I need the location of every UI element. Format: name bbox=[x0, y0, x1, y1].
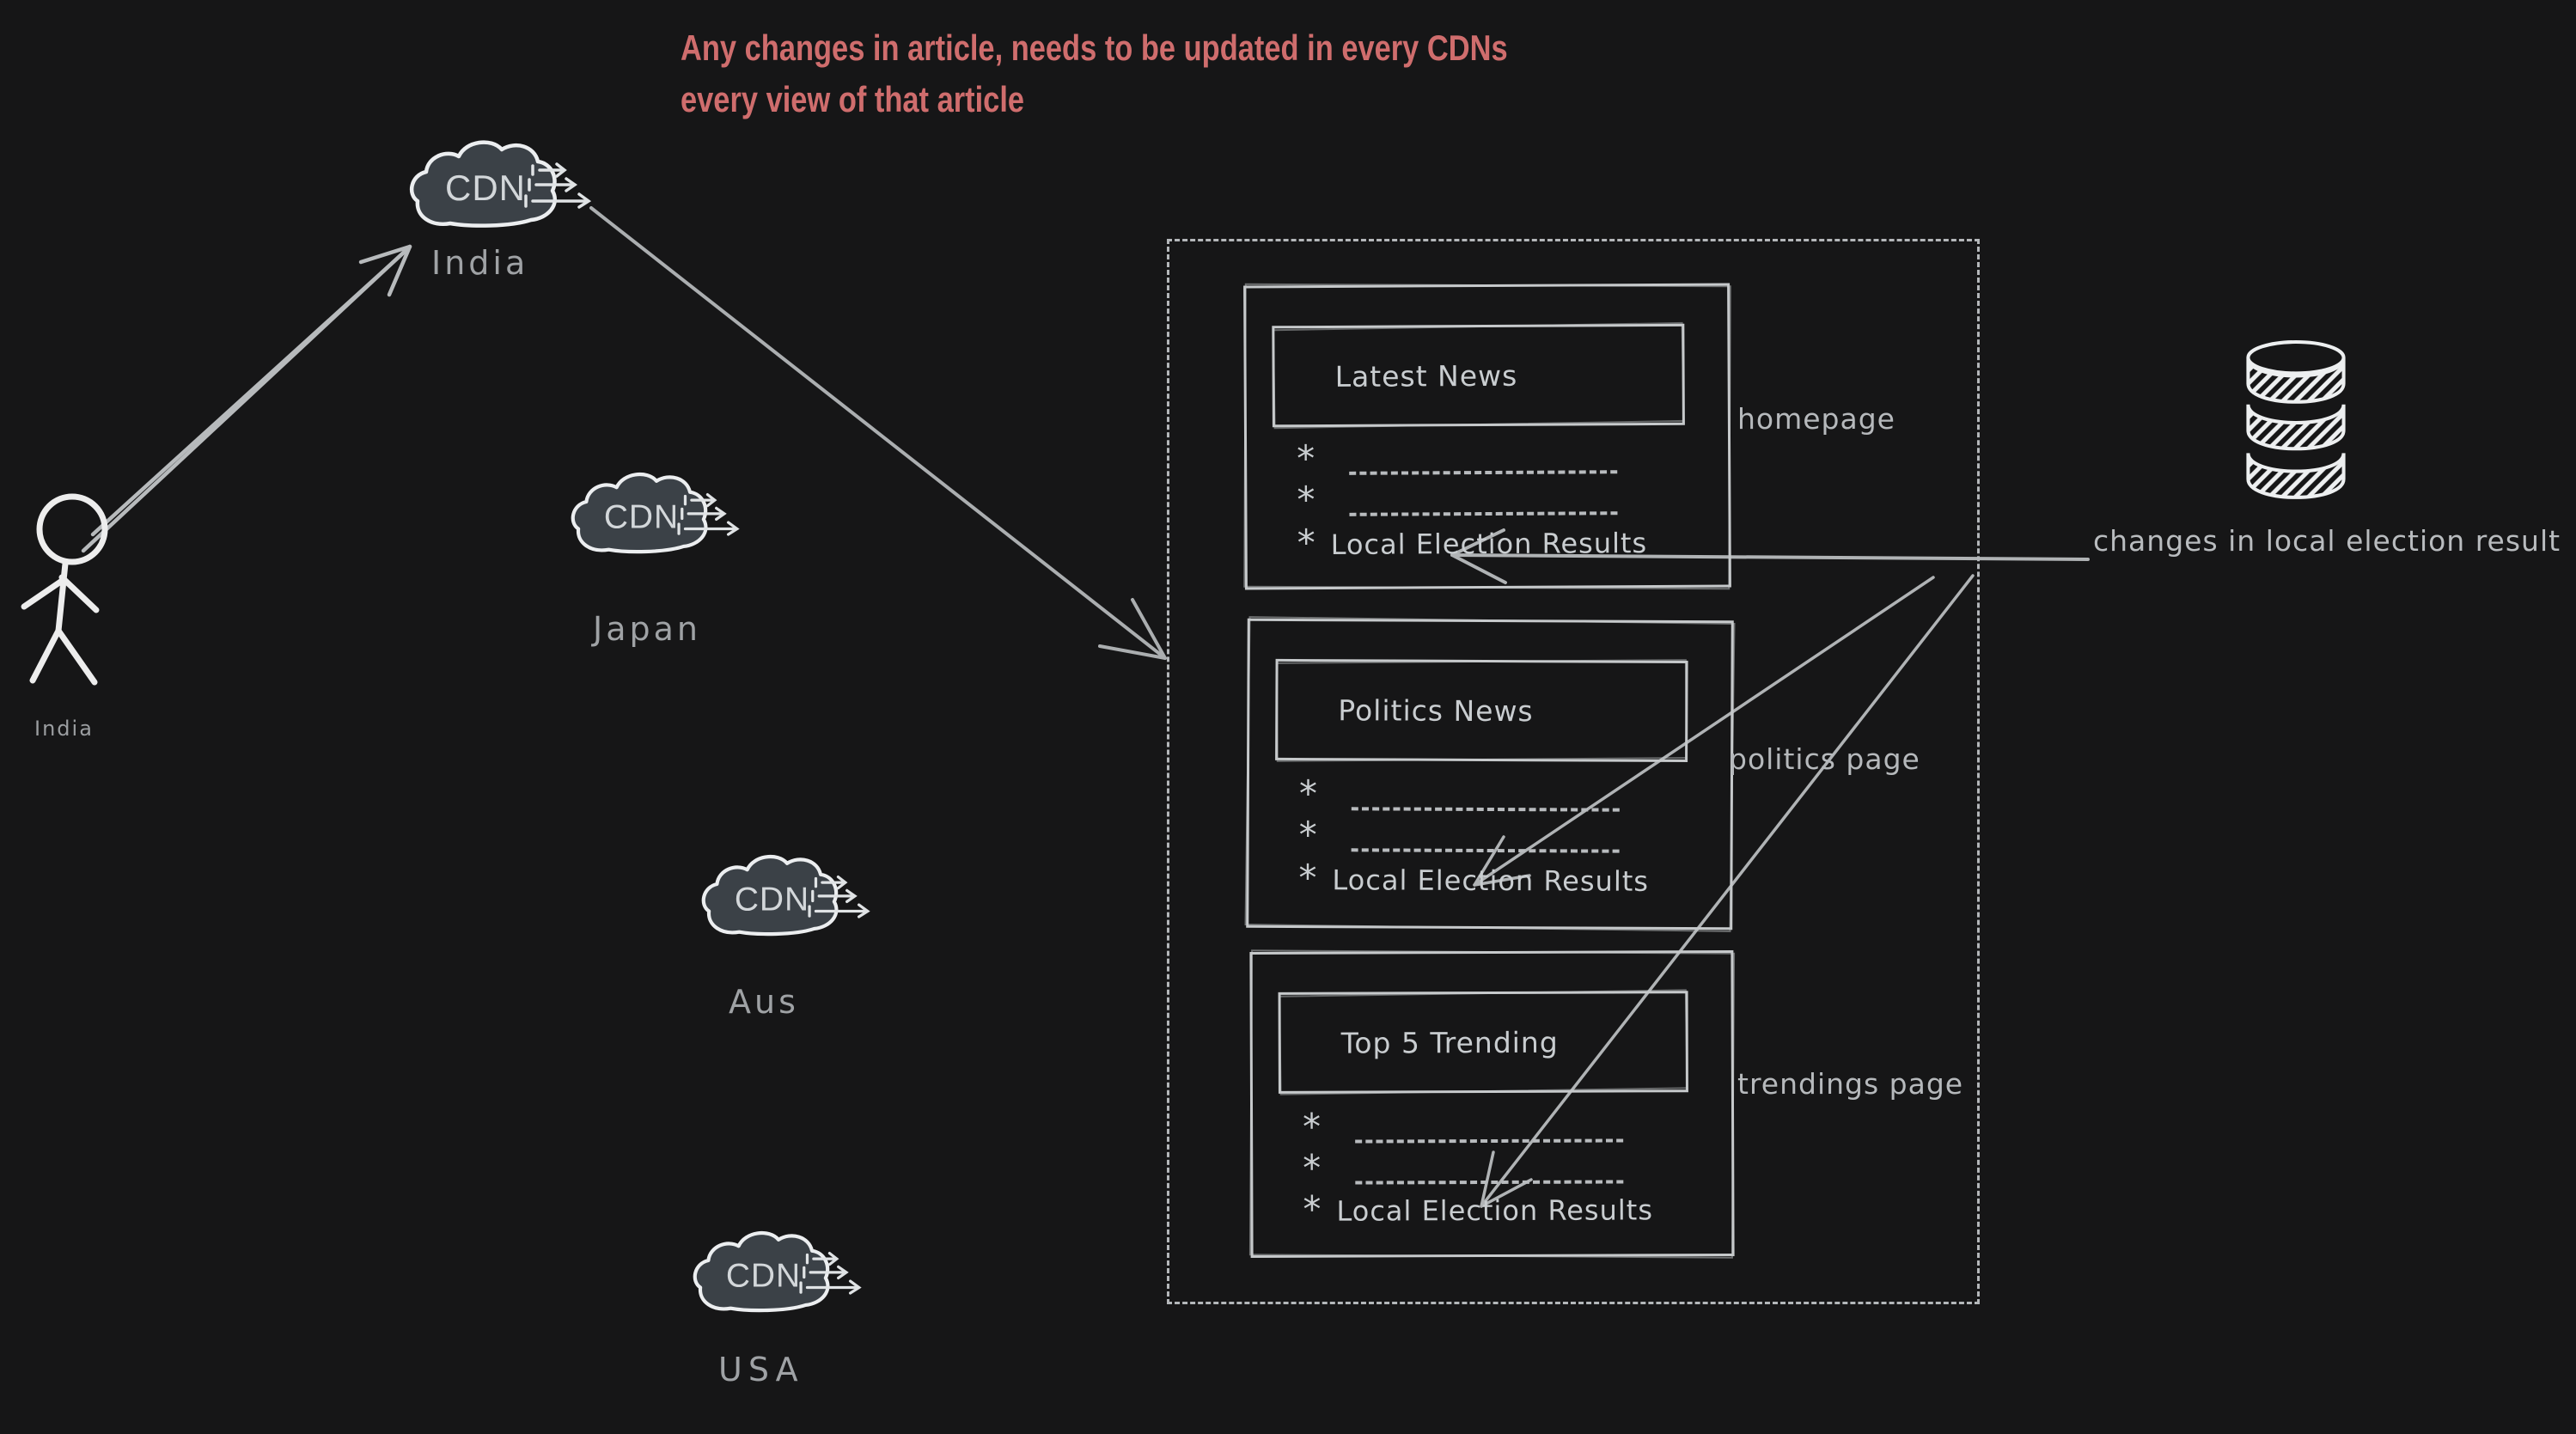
page-card-politics: Politics News * * * Local Election Resul… bbox=[1246, 618, 1734, 931]
cdn-country-label-india: India bbox=[431, 244, 529, 282]
title-line-2: every view of that article bbox=[681, 79, 1025, 119]
cdn-out-arrows-icon bbox=[799, 1252, 862, 1295]
arrow-cdn-to-viewport bbox=[589, 206, 1167, 660]
cdn-cloud-icon: CDN bbox=[693, 1230, 862, 1313]
bullet-marker: * bbox=[1297, 437, 1315, 480]
database-icon bbox=[2246, 340, 2346, 509]
bullet-marker: * bbox=[1303, 1105, 1322, 1148]
cdn-out-arrows-icon bbox=[808, 876, 870, 918]
card-header: Top 5 Trending bbox=[1278, 991, 1688, 1094]
person-stick-figure-icon bbox=[21, 493, 108, 686]
bullet-placeholder-row: * bbox=[1298, 772, 1620, 815]
diagram-title: Any changes in article, needs to be upda… bbox=[681, 22, 1508, 125]
cdn-country-label-aus: Aus bbox=[729, 983, 799, 1021]
cdn-node-usa: CDN bbox=[687, 1227, 871, 1327]
page-card-trendings: Top 5 Trending * * * Local Election Resu… bbox=[1249, 950, 1735, 1258]
cdn-country-label-usa: USA bbox=[718, 1351, 804, 1388]
cdn-node-japan: CDN bbox=[565, 468, 749, 568]
bullet-placeholder-row: * bbox=[1298, 814, 1620, 857]
bullet-marker: * bbox=[1297, 522, 1315, 564]
cdn-label: CDN bbox=[726, 1258, 801, 1295]
bullet-marker: * bbox=[1298, 814, 1317, 857]
cdn-out-arrows-icon bbox=[677, 493, 740, 536]
bullet-placeholder-row: * bbox=[1297, 479, 1618, 522]
bullet-placeholder-row: * bbox=[1297, 437, 1618, 480]
cdn-out-arrows-icon bbox=[524, 162, 592, 209]
page-label-homepage: homepage bbox=[1737, 402, 1895, 436]
card-title: Latest News bbox=[1334, 358, 1518, 394]
bullet-text-row: * Local Election Results bbox=[1298, 857, 1650, 900]
bullet-marker: * bbox=[1297, 479, 1315, 522]
placeholder-line bbox=[1349, 470, 1618, 475]
card-title: Politics News bbox=[1338, 693, 1534, 728]
cdn-cloud-icon: CDN bbox=[571, 472, 740, 554]
placeholder-line bbox=[1355, 1180, 1624, 1185]
title-line-1: Any changes in article, needs to be upda… bbox=[681, 27, 1508, 68]
page-card-homepage: Latest News * * * Local Election Results bbox=[1243, 283, 1731, 590]
user-country-label: India bbox=[34, 717, 94, 741]
cdn-label: CDN bbox=[445, 168, 526, 208]
arrow-user-to-cdn bbox=[81, 244, 412, 553]
card-header: Latest News bbox=[1272, 323, 1685, 428]
placeholder-line bbox=[1355, 1138, 1624, 1144]
cdn-cloud-icon: CDN bbox=[409, 140, 592, 228]
bullet-text-row: * Local Election Results bbox=[1303, 1187, 1654, 1230]
cdn-node-aus: CDN bbox=[696, 851, 880, 950]
bullet-label: Local Election Results bbox=[1336, 1193, 1654, 1228]
cdn-country-label-japan: Japan bbox=[593, 610, 701, 648]
bullet-text-row: * Local Election Results bbox=[1297, 522, 1648, 564]
placeholder-line bbox=[1349, 511, 1618, 516]
bullet-label: Local Election Results bbox=[1332, 863, 1650, 898]
bullet-marker: * bbox=[1303, 1187, 1322, 1230]
placeholder-line bbox=[1351, 807, 1620, 812]
bullet-placeholder-row: * bbox=[1303, 1105, 1624, 1148]
cdn-label: CDN bbox=[604, 499, 679, 536]
database-caption: changes in local election result bbox=[2093, 524, 2561, 558]
page-label-politics: politics page bbox=[1729, 742, 1920, 776]
bullet-marker: * bbox=[1298, 772, 1318, 815]
bullet-placeholder-row: * bbox=[1303, 1146, 1624, 1189]
bullet-marker: * bbox=[1298, 857, 1317, 900]
cdn-label: CDN bbox=[735, 882, 809, 918]
cdn-views-dashed-box bbox=[1167, 239, 1980, 1304]
card-header: Politics News bbox=[1275, 658, 1688, 763]
card-title: Top 5 Trending bbox=[1340, 1025, 1559, 1060]
bullet-marker: * bbox=[1303, 1146, 1322, 1189]
bullet-label: Local Election Results bbox=[1330, 527, 1648, 561]
placeholder-line bbox=[1351, 848, 1620, 853]
page-label-trendings: trendings page bbox=[1737, 1067, 1964, 1101]
cdn-node-india: CDN bbox=[404, 136, 601, 243]
cdn-cloud-icon: CDN bbox=[701, 854, 870, 937]
